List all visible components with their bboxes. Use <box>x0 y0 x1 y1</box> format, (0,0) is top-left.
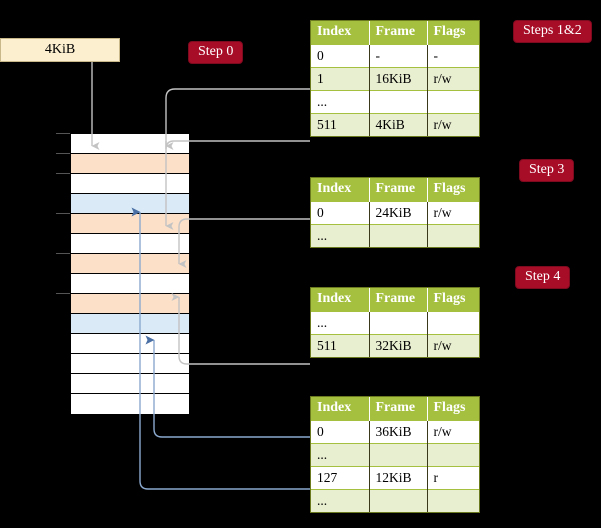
column-header-frame: Frame <box>369 178 428 202</box>
cell-index: 0 <box>311 44 370 68</box>
badge-step-0: Step 0 <box>188 41 244 64</box>
cell-flags: r/w <box>427 334 479 357</box>
memory-frame-row <box>71 354 189 374</box>
cell-index: 0 <box>311 201 370 225</box>
cell-index: 1 <box>311 67 370 91</box>
cell-frame: 16KiB <box>369 67 428 91</box>
memory-frame-row <box>71 394 189 414</box>
cell-flags: r/w <box>427 420 479 444</box>
memory-frame-row <box>71 294 189 314</box>
cell-frame <box>369 311 428 335</box>
memory-frame-row <box>71 334 189 354</box>
memory-frame-row <box>71 154 189 174</box>
memory-frame-row <box>71 314 189 334</box>
column-header-flags: Flags <box>427 21 479 45</box>
cell-frame <box>369 443 428 467</box>
cell-frame: 32KiB <box>369 334 428 357</box>
cell-frame <box>369 224 428 247</box>
table-row[interactable]: ... <box>311 224 479 247</box>
cell-flags <box>427 489 479 512</box>
cell-frame: 4KiB <box>369 113 428 136</box>
memory-frame-tick <box>56 293 70 294</box>
badge-step-4: Step 4 <box>515 266 571 289</box>
table-row[interactable]: ... <box>311 443 479 467</box>
cell-flags: - <box>427 44 479 68</box>
cell-index: 511 <box>311 113 370 136</box>
column-header-frame: Frame <box>369 21 428 45</box>
table-row[interactable]: 0-- <box>311 44 479 68</box>
badge-step-3: Step 3 <box>519 159 575 182</box>
memory-frame-row <box>71 254 189 274</box>
cell-flags: r/w <box>427 67 479 91</box>
page-frame-box: 4KiB <box>0 38 120 62</box>
memory-frame-row <box>71 274 189 294</box>
page-frame-label: 4KiB <box>44 42 76 57</box>
cell-index: ... <box>311 311 370 335</box>
memory-frame-row <box>71 194 189 214</box>
cell-flags: r <box>427 466 479 490</box>
cell-index: 511 <box>311 334 370 357</box>
cell-flags <box>427 224 479 247</box>
column-header-frame: Frame <box>369 397 428 421</box>
column-header-flags: Flags <box>427 397 479 421</box>
memory-frame-row <box>71 214 189 234</box>
cell-frame: 24KiB <box>369 201 428 225</box>
cell-flags: r/w <box>427 113 479 136</box>
cell-index: ... <box>311 224 370 247</box>
cell-index: ... <box>311 443 370 467</box>
cell-index: ... <box>311 489 370 512</box>
wire-step3 <box>178 218 310 268</box>
cell-index: 0 <box>311 420 370 444</box>
table-row[interactable]: ... <box>311 90 479 114</box>
cell-frame <box>369 489 428 512</box>
column-header-index: Index <box>311 288 370 312</box>
memory-frame-tick <box>56 173 70 174</box>
memory-frame-row <box>71 374 189 394</box>
column-header-flags: Flags <box>427 178 479 202</box>
memory-frame-row <box>71 134 189 154</box>
cell-index: ... <box>311 90 370 114</box>
cell-frame: 36KiB <box>369 420 428 444</box>
cell-frame <box>369 90 428 114</box>
column-header-index: Index <box>311 178 370 202</box>
cell-flags: r/w <box>427 201 479 225</box>
cell-frame: - <box>369 44 428 68</box>
cell-frame: 12KiB <box>369 466 428 490</box>
memory-frame-row <box>71 234 189 254</box>
column-header-flags: Flags <box>427 288 479 312</box>
table-row[interactable]: ... <box>311 311 479 335</box>
memory-frame-tick <box>56 153 70 154</box>
memory-frame-tick <box>56 213 70 214</box>
cell-flags <box>427 90 479 114</box>
physical-memory-column <box>70 133 190 415</box>
memory-frame-tick <box>56 253 70 254</box>
column-header-frame: Frame <box>369 288 428 312</box>
table-row[interactable]: ... <box>311 489 479 512</box>
badge-steps-1-and-2: Steps 1&2 <box>513 20 592 43</box>
cell-flags <box>427 443 479 467</box>
column-header-index: Index <box>311 397 370 421</box>
cell-index: 127 <box>311 466 370 490</box>
column-header-index: Index <box>311 21 370 45</box>
memory-frame-row <box>71 174 189 194</box>
wire-step4 <box>171 293 310 365</box>
cell-flags <box>427 311 479 335</box>
memory-frame-tick <box>56 133 70 134</box>
